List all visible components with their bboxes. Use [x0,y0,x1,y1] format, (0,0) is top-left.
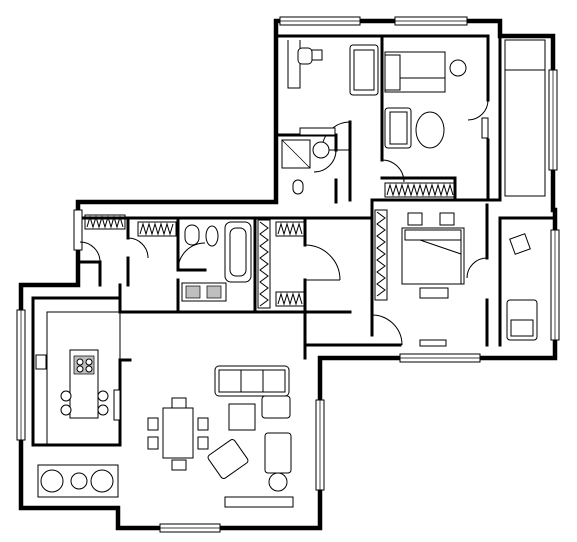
bathroom-small [281,139,330,195]
bedroom-top-right [384,51,489,149]
living-room [147,365,294,508]
interior-walls [31,34,555,447]
kitchen [35,311,121,498]
master-bedroom [401,212,465,347]
bedroom-top-left [287,40,379,136]
balcony [504,39,546,341]
bathroom-main [181,221,252,302]
windows [16,16,560,533]
wardrobe-hall [84,214,177,237]
wardrobe-corridor [257,219,305,309]
wardrobe-bedroom [374,182,456,301]
